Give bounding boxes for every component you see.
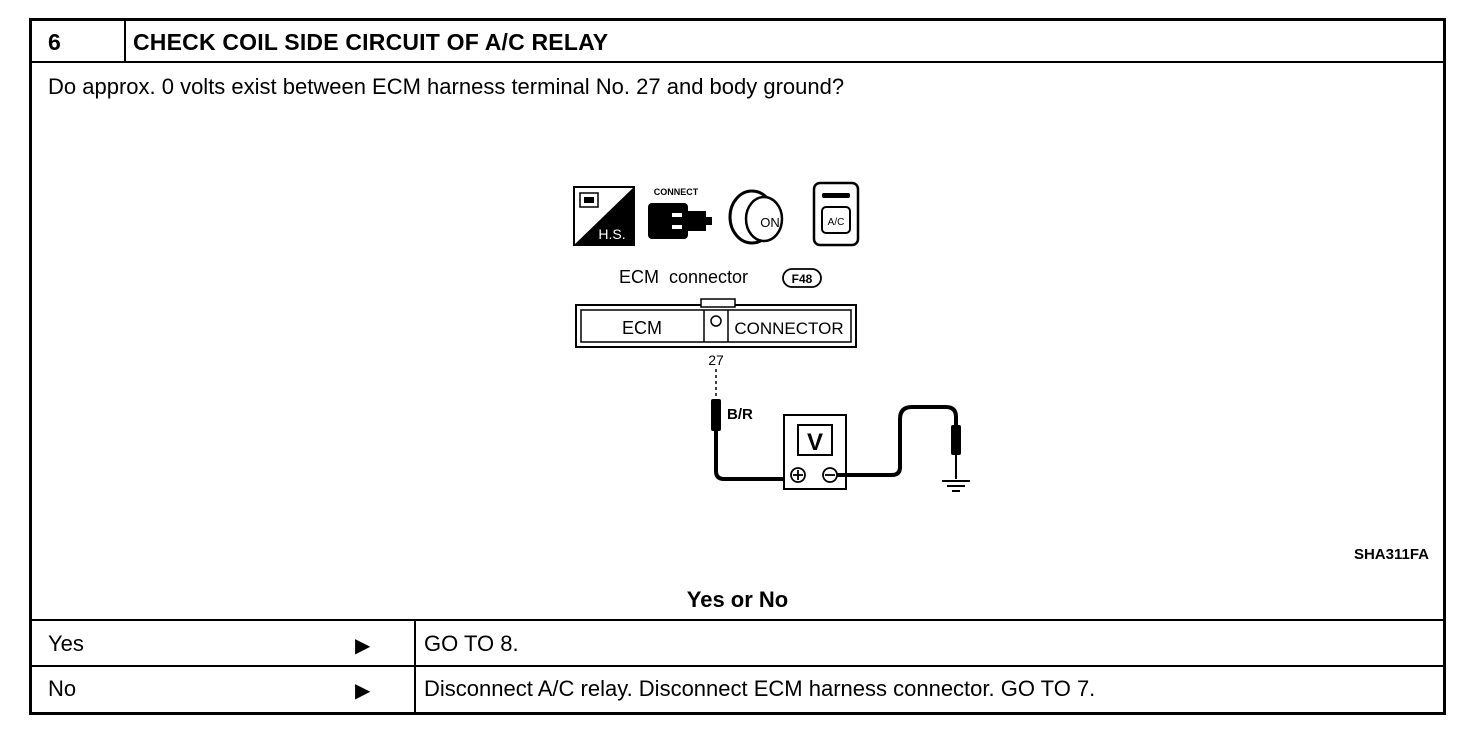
connector-code-badge: F48 [782,268,822,288]
answer-yes: Yes [48,631,84,656]
connect-icon: CONNECT [648,187,712,239]
wire-color-label: B/R [727,406,753,423]
connect-label: CONNECT [654,187,699,197]
procedure-table: 6 CHECK COIL SIDE CIRCUIT OF A/C RELAY D… [29,18,1446,715]
answer-no: No [48,676,77,701]
step-title: CHECK COIL SIDE CIRCUIT OF A/C RELAY [133,29,609,55]
ac-label: A/C [828,217,845,228]
header-row: 6 CHECK COIL SIDE CIRCUIT OF A/C RELAY [32,21,1443,63]
meter-label: V [807,429,823,456]
ecm-connector: ECM CONNECTOR [575,298,857,348]
result-label: Yes or No [686,587,789,612]
arrow-right-icon: ▶ [355,680,371,702]
ignition-on-label: ON [760,215,780,230]
arrow-right-icon: ▶ [355,635,371,657]
row-divider-top [32,619,1443,621]
question-text: Do approx. 0 volts exist between ECM har… [48,74,845,99]
row-divider-middle [32,665,1443,667]
connector-right-label: CONNECTOR [734,319,843,338]
connector-caption: ECM connector [619,267,748,287]
terminal-number: 27 [708,352,724,368]
ac-switch-icon: A/C [812,181,860,247]
hood-service-icon: H.S. [573,186,635,246]
connector-left-label: ECM [622,318,662,338]
voltmeter: V [783,414,847,490]
step-number: 6 [48,29,61,55]
connector-code: F48 [792,272,813,286]
action-yes: GO TO 8. [424,631,519,656]
ground-icon [942,480,970,492]
hs-label: H.S. [598,226,625,242]
header-divider [124,21,126,61]
negative-probe [837,405,961,479]
ignition-key-icon: ON [728,189,784,245]
action-no: Disconnect A/C relay. Disconnect ECM har… [424,676,1096,701]
column-divider [414,621,416,712]
test-diagram: H.S. CONNECT ON A/C ECM connector [573,181,970,492]
positive-probe [711,399,790,481]
figure-code: SHA311FA [1353,546,1429,563]
